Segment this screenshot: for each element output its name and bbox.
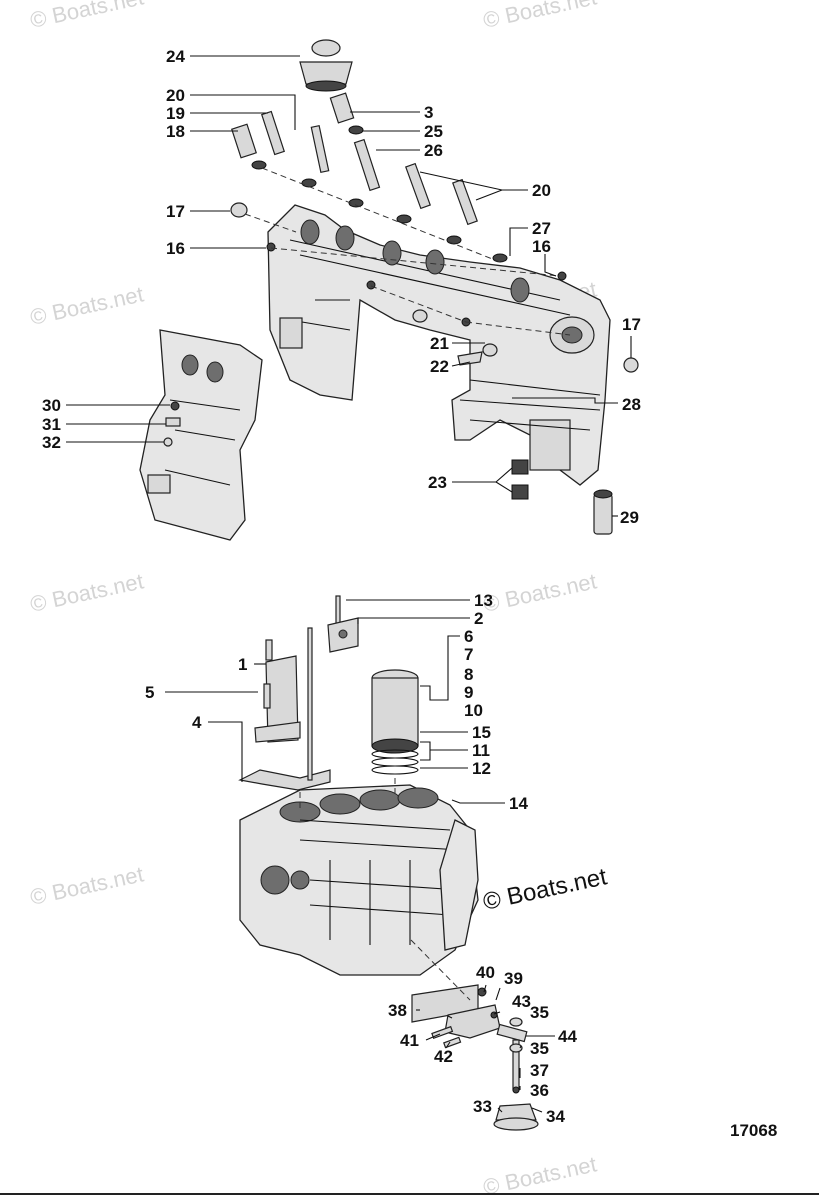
callout-label: 38 bbox=[388, 1001, 407, 1020]
callout-label: 39 bbox=[504, 969, 523, 988]
callout-label: 41 bbox=[400, 1031, 419, 1050]
bottom-assembly-drawing bbox=[238, 595, 539, 1131]
callout-label: 35 bbox=[530, 1039, 549, 1058]
callout-label: 13 bbox=[474, 591, 493, 610]
bottom-rule bbox=[0, 1193, 819, 1195]
callout-label: 26 bbox=[424, 141, 443, 160]
watermark: © Boats.net bbox=[481, 568, 599, 616]
callout-labels: 24 20 3 19 25 18 26 20 17 27 16 16 17 21… bbox=[42, 47, 641, 1126]
watermark: © Boats.net bbox=[28, 281, 146, 329]
callout-label: 17 bbox=[622, 315, 641, 334]
watermark: © Boats.net bbox=[481, 0, 599, 33]
callout-label: 15 bbox=[472, 723, 491, 742]
leader-lines bbox=[66, 55, 632, 1113]
callout-label: 36 bbox=[530, 1081, 549, 1100]
callout-label: 2 bbox=[474, 609, 483, 628]
callout-label: 27 bbox=[532, 219, 551, 238]
callout-label: 4 bbox=[192, 713, 202, 732]
callout-label: 44 bbox=[558, 1027, 577, 1046]
callout-label: 42 bbox=[434, 1047, 453, 1066]
figure-number: 17068 bbox=[730, 1121, 777, 1140]
callout-label: 20 bbox=[166, 86, 185, 105]
callout-label: 33 bbox=[473, 1097, 492, 1116]
callout-label: 23 bbox=[428, 473, 447, 492]
callout-label: 31 bbox=[42, 415, 61, 434]
callout-label: 16 bbox=[166, 239, 185, 258]
callout-label: 40 bbox=[476, 963, 495, 982]
callout-label: 10 bbox=[464, 701, 483, 720]
callout-label: 3 bbox=[424, 103, 433, 122]
copyright-text: © Boats.net bbox=[481, 863, 610, 916]
watermark: © Boats.net bbox=[28, 568, 146, 616]
callout-label: 35 bbox=[530, 1003, 549, 1022]
callout-label: 32 bbox=[42, 433, 61, 452]
callout-label: 29 bbox=[620, 508, 639, 527]
callout-label: 20 bbox=[532, 181, 551, 200]
callout-label: 34 bbox=[546, 1107, 565, 1126]
watermark: © Boats.net bbox=[28, 861, 146, 909]
callout-label: 28 bbox=[622, 395, 641, 414]
callout-label: 37 bbox=[530, 1061, 549, 1080]
callout-label: 30 bbox=[42, 396, 61, 415]
callout-label: 7 bbox=[464, 645, 473, 664]
watermark: © Boats.net bbox=[28, 0, 146, 33]
callout-label: 9 bbox=[464, 683, 473, 702]
callout-label: 8 bbox=[464, 665, 473, 684]
callout-label: 18 bbox=[166, 122, 185, 141]
callout-label: 21 bbox=[430, 334, 449, 353]
callout-label: 16 bbox=[532, 237, 551, 256]
callout-label: 5 bbox=[145, 683, 154, 702]
top-assembly-drawing bbox=[139, 39, 639, 541]
callout-label: 24 bbox=[166, 47, 185, 66]
callout-label: 19 bbox=[166, 104, 185, 123]
callout-label: 14 bbox=[509, 794, 528, 813]
callout-label: 6 bbox=[464, 627, 473, 646]
callout-label: 12 bbox=[472, 759, 491, 778]
callout-label: 17 bbox=[166, 202, 185, 221]
callout-label: 11 bbox=[472, 741, 490, 760]
callout-label: 1 bbox=[238, 655, 247, 674]
callout-label: 43 bbox=[512, 992, 531, 1011]
callout-label: 25 bbox=[424, 122, 443, 141]
callout-label: 22 bbox=[430, 357, 449, 376]
